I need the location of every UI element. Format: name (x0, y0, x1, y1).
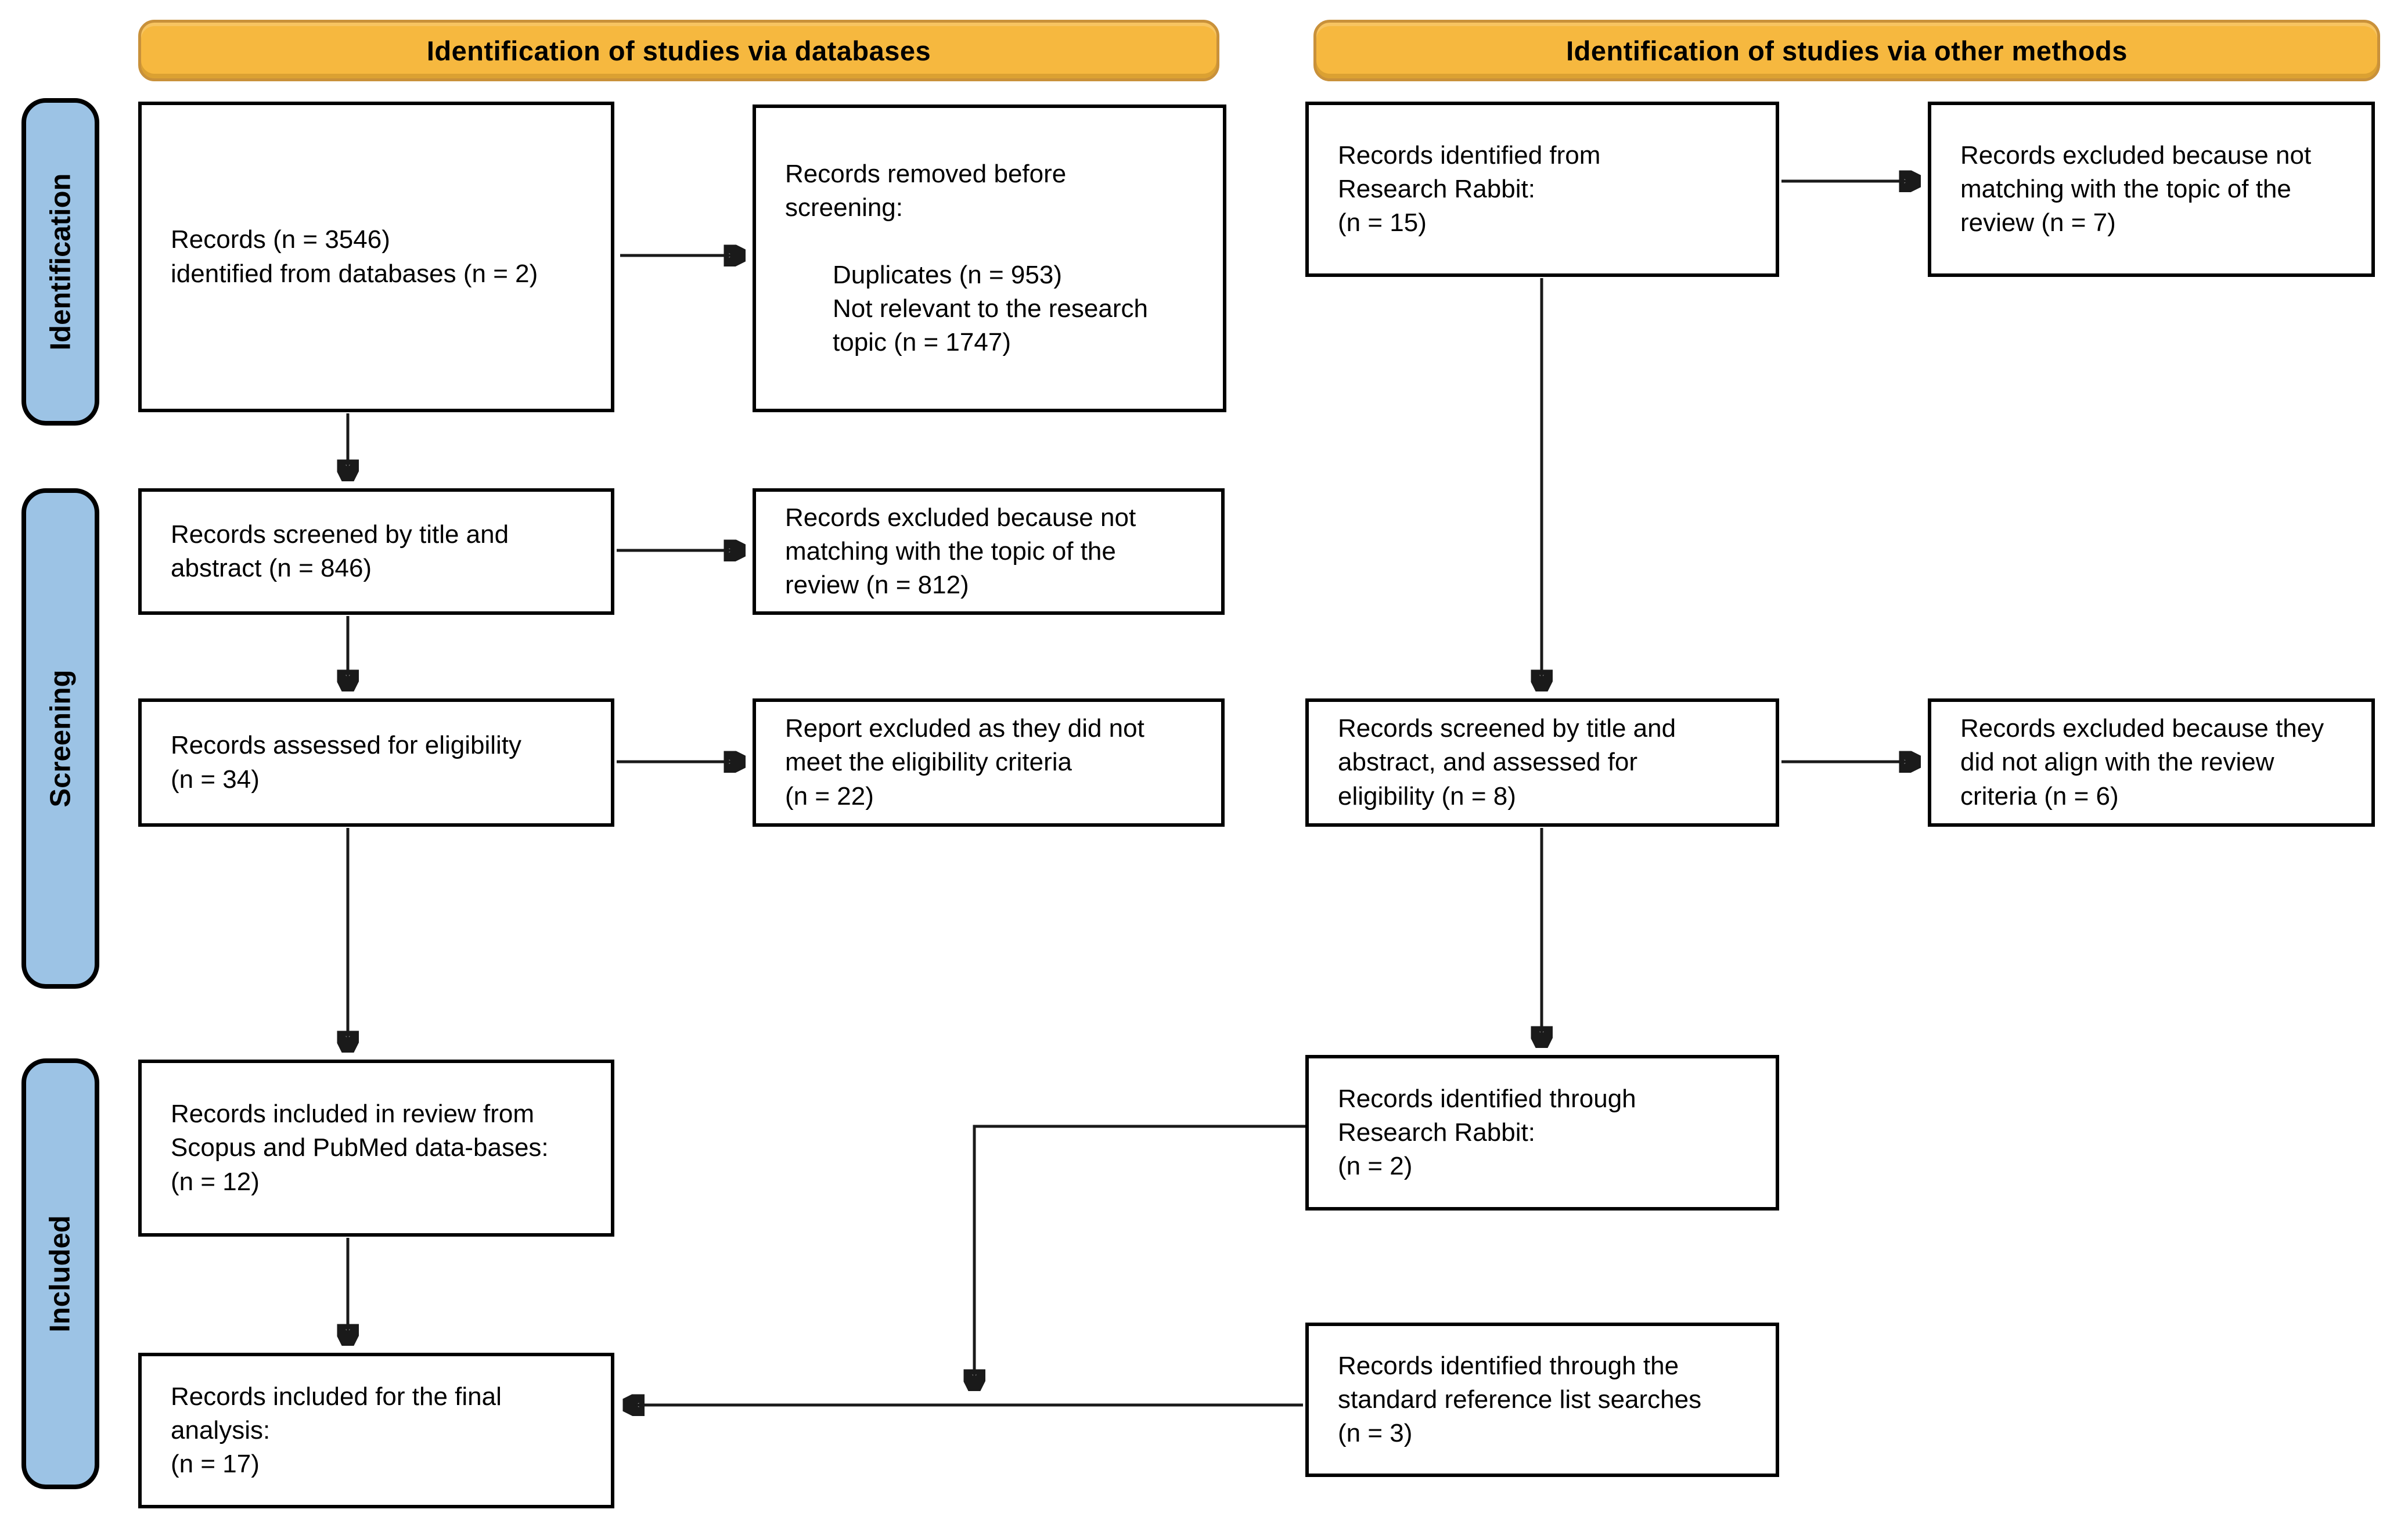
box-records-assessed-eligibility: Records assessed for eligibility (n = 34… (138, 698, 614, 827)
box-rr-included-2-text: Records identified through Research Rabb… (1338, 1084, 1636, 1181)
box-records-identified-databases-text: Records (n = 3546) identified from datab… (171, 225, 538, 288)
box-records-final-analysis: Records included for the final analysis:… (138, 1353, 614, 1508)
box-records-screened-title-abstract: Records screened by title and abstract (… (138, 488, 614, 615)
stage-included: Included (21, 1058, 99, 1489)
box-records-included-review: Records included in review from Scopus a… (138, 1060, 614, 1237)
stage-identification-label: Identification (45, 173, 77, 351)
box-records-included-review-text: Records included in review from Scopus a… (171, 1100, 549, 1196)
box-records-removed-title: Records removed before screening: (785, 159, 1067, 222)
stage-screening-label: Screening (45, 669, 77, 808)
box-rr-screened-8-text: Records screened by title and abstract, … (1338, 714, 1676, 810)
box-records-excluded-topic-812: Records excluded because not matching wi… (753, 488, 1225, 615)
box-records-excluded-topic-812-text: Records excluded because not matching wi… (785, 503, 1136, 600)
box-rr-excluded-topic-7: Records excluded because not matching wi… (1928, 102, 2375, 277)
box-records-assessed-eligibility-text: Records assessed for eligibility (n = 34… (171, 731, 522, 794)
banner-other-methods-label: Identification of studies via other meth… (1566, 35, 2128, 66)
box-report-excluded-22: Report excluded as they did not meet the… (753, 698, 1225, 827)
banner-identification-via-other-methods: Identification of studies via other meth… (1313, 20, 2380, 81)
box-records-removed-items: Duplicates (n = 953) Not relevant to the… (833, 260, 1148, 357)
box-rr-identified-15: Records identified from Research Rabbit:… (1305, 102, 1779, 277)
banner-identification-via-databases: Identification of studies via databases (138, 20, 1219, 81)
box-reference-list-3-text: Records identified through the standard … (1338, 1351, 1702, 1448)
stage-identification: Identification (21, 98, 99, 426)
box-rr-screened-8: Records screened by title and abstract, … (1305, 698, 1779, 827)
box-records-identified-databases: Records (n = 3546) identified from datab… (138, 102, 614, 412)
stage-screening: Screening (21, 488, 99, 989)
stage-included-label: Included (45, 1215, 76, 1332)
box-records-final-analysis-text: Records included for the final analysis:… (171, 1382, 502, 1479)
box-rr-excluded-criteria-6: Records excluded because they did not al… (1928, 698, 2375, 827)
box-records-removed-before-screening: Records removed before screening: Duplic… (753, 105, 1226, 412)
box-reference-list-3: Records identified through the standard … (1305, 1323, 1779, 1477)
box-rr-included-2: Records identified through Research Rabb… (1305, 1055, 1779, 1211)
banner-databases-label: Identification of studies via databases (426, 35, 931, 66)
box-records-screened-title-abstract-text: Records screened by title and abstract (… (171, 520, 509, 582)
box-rr-excluded-topic-7-text: Records excluded because not matching wi… (1960, 141, 2312, 237)
box-rr-identified-15-text: Records identified from Research Rabbit:… (1338, 141, 1601, 237)
arrow-rr2-to-junction (974, 1125, 1305, 1389)
box-report-excluded-22-text: Report excluded as they did not meet the… (785, 714, 1144, 810)
box-rr-excluded-criteria-6-text: Records excluded because they did not al… (1960, 714, 2324, 810)
